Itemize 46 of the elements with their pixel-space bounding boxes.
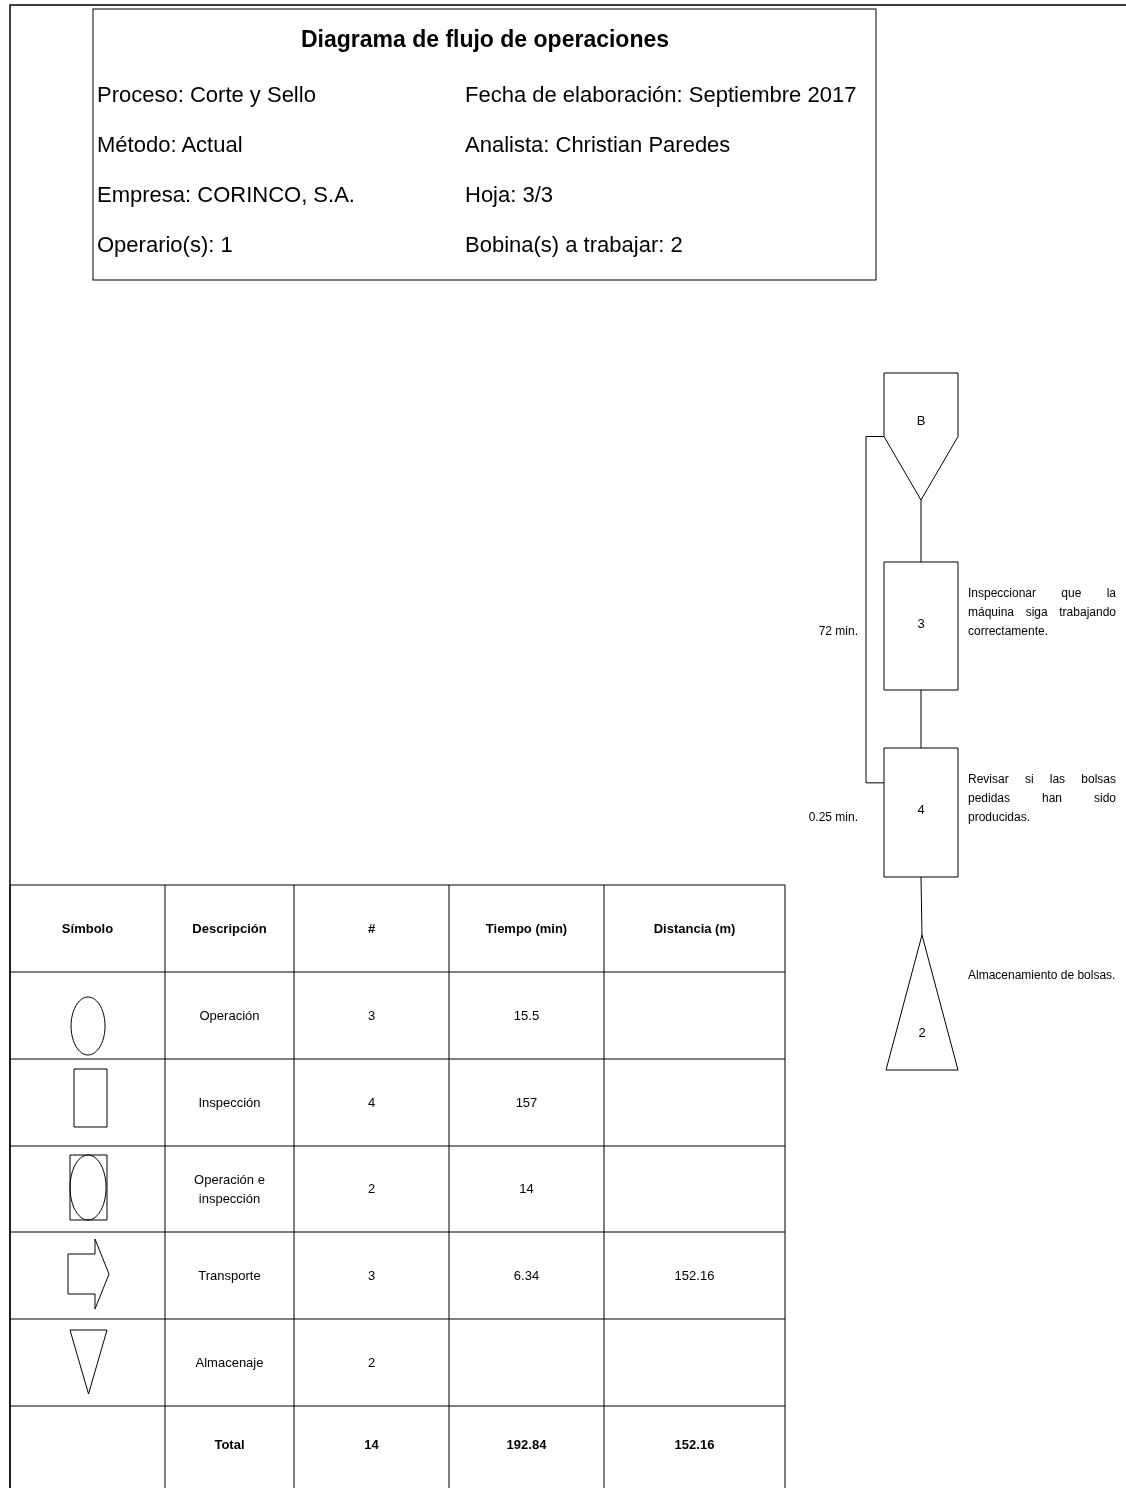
table-cell-text: 2 (367, 1353, 376, 1372)
table-cell-text: 152.16 (674, 1435, 715, 1454)
header-field: Fecha de elaboración: Septiembre 2017 (465, 82, 857, 108)
column-header: # (367, 919, 376, 938)
step-number: 3 (916, 616, 926, 631)
table-cell-text: Operación e inspección (193, 1170, 266, 1208)
step-number: 2 (917, 1025, 927, 1040)
table-cell-text: Inspección (198, 1093, 261, 1112)
header-field: Operario(s): 1 (97, 232, 233, 258)
table-cell-text: Transporte (198, 1266, 261, 1285)
table-cell-text: 15.5 (513, 1006, 540, 1025)
header-field: Proceso: Corte y Sello (97, 82, 316, 108)
table-cell-text: 157 (515, 1093, 538, 1112)
diagram-title: Diagrama de flujo de operaciones (300, 26, 670, 53)
table-cell-text: 3 (367, 1266, 376, 1285)
header-field: Analista: Christian Paredes (465, 132, 731, 158)
header-field: Método: Actual (97, 132, 243, 158)
header-field: Hoja: 3/3 (465, 182, 554, 208)
table-cell-text: Almacenaje (195, 1353, 264, 1372)
step-description: Inspeccionar que la máquina siga trabajando correctamente. (968, 585, 1116, 641)
step-description: Revisar si las bolsas pedidas han sido producidas. (968, 771, 1116, 827)
table-cell-text: Operación (199, 1006, 260, 1025)
flow-line (920, 499, 922, 563)
table-cell-text: 14 (519, 1180, 534, 1199)
table-cell-text: 6.34 (513, 1266, 540, 1285)
duration-text: 0.25 min. (807, 809, 858, 826)
header-field: Bobina(s) a trabajar: 2 (465, 232, 683, 258)
column-header: Tiempo (min) (485, 919, 568, 938)
column-header: Distancia (m) (653, 919, 736, 938)
table-cell-text: 2 (367, 1180, 376, 1199)
table-cell-text: Total (214, 1435, 245, 1454)
step-description: Almacenamiento de bolsas. (968, 967, 1116, 984)
flow-line (920, 689, 922, 749)
table-cell-text: 152.16 (674, 1266, 715, 1285)
table-cell-text: 14 (364, 1435, 379, 1454)
column-header: Símbolo (61, 919, 114, 938)
step-number: B (915, 413, 927, 428)
table-cell-text: 4 (367, 1093, 376, 1112)
column-header: Descripción (192, 919, 267, 938)
header-field: Empresa: CORINCO, S.A. (97, 182, 355, 208)
table-cell-text: 3 (367, 1006, 376, 1025)
flow-line (865, 436, 885, 784)
table-cell-text: 192.84 (506, 1435, 547, 1454)
flow-line (920, 876, 923, 936)
step-number: 4 (916, 802, 926, 817)
duration-text: 72 min. (817, 623, 858, 640)
